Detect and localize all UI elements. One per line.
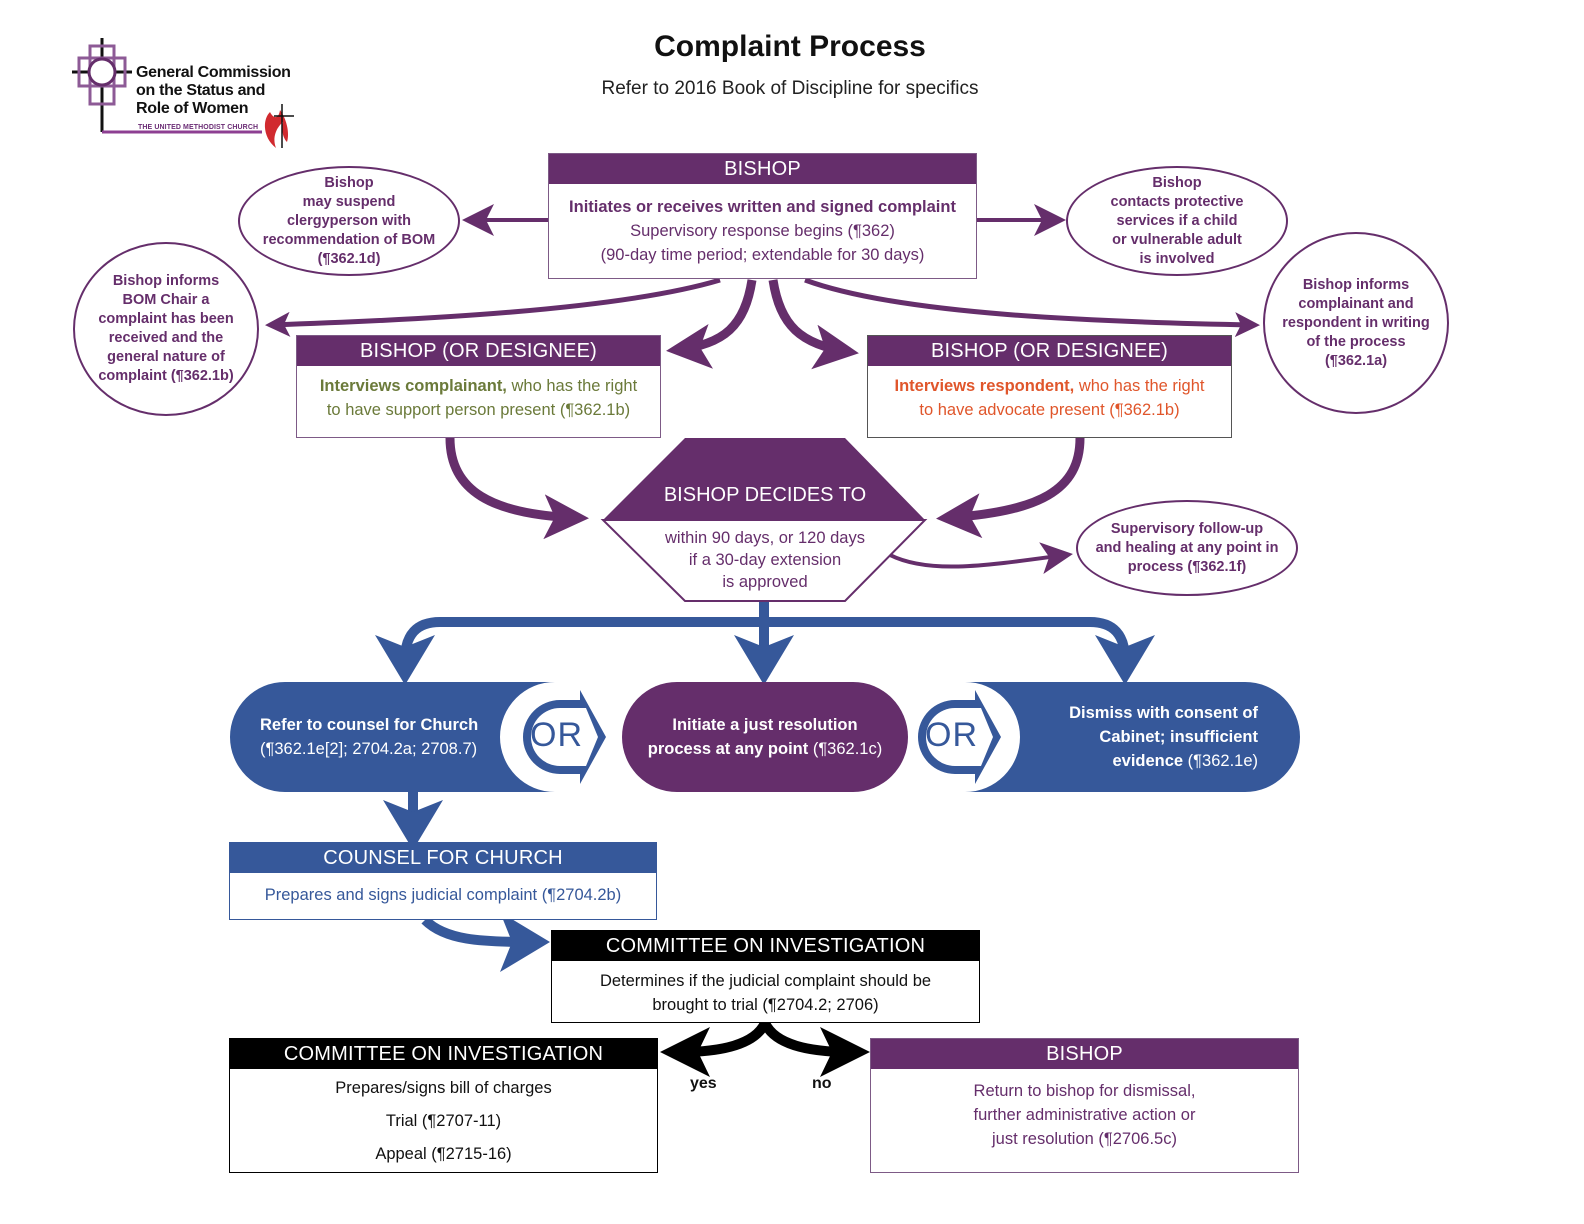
arrow-to-no <box>760 1020 870 1077</box>
logo-line-1: General Commission <box>136 64 291 81</box>
arrow-to-designee-right <box>768 279 859 370</box>
designee-left-header-rest: (OR DESIGNEE) <box>436 340 597 362</box>
oval-supervisory-followup: Supervisory follow-up and healing at any… <box>1076 500 1298 596</box>
interviews-respondent-label: Interviews respondent, <box>894 377 1075 395</box>
or-label-left: OR <box>530 716 583 754</box>
or-label-right: OR <box>925 716 978 754</box>
committee-determines-box: COMMITTEE ON INVESTIGATION Determines if… <box>551 930 980 1023</box>
designee-complainant-box: BISHOP (OR DESIGNEE) Interviews complain… <box>296 335 661 438</box>
designee-left-header-bold: BISHOP <box>359 340 437 362</box>
arrow-to-designee-left <box>666 279 757 369</box>
appeal-item: Appeal (¶2715-16) <box>375 1145 512 1163</box>
counsel-header: COUNSEL FOR CHURCH <box>230 843 656 873</box>
arrow-to-yes <box>660 1020 770 1077</box>
branch-yes-label: yes <box>690 1075 717 1092</box>
interviews-complainant-label: Interviews complainant, <box>319 377 507 395</box>
counsel-body: Prepares and signs judicial complaint (¶… <box>264 886 622 904</box>
bill-of-charges-item: Prepares/signs bill of charges <box>335 1079 552 1097</box>
bishop-initiates-box: BISHOP Initiates or receives written and… <box>548 153 977 279</box>
bishop-supervisory-text: Supervisory response begins (¶362) <box>630 222 895 240</box>
logo: General Commission on the Status and Rol… <box>68 36 308 156</box>
logo-line-3: Role of Women <box>136 100 249 117</box>
oval-informs-bom-chair: Bishop informs BOM Chair a complaint has… <box>73 242 259 416</box>
bishop-header: BISHOP <box>549 154 976 184</box>
logo-line-2: on the Status and <box>136 82 266 99</box>
oval-informs-in-writing: Bishop informs complainant and responden… <box>1263 232 1449 414</box>
logo-tagline: THE UNITED METHODIST CHURCH <box>138 124 259 131</box>
bishop-time-period-text: (90-day time period; extendable for 30 d… <box>600 246 925 264</box>
committee-bottom-header: COMMITTEE ON INVESTIGATION <box>230 1039 657 1069</box>
bishop-decides-header: BISHOP DECIDES TO <box>663 484 867 506</box>
branch-no-label: no <box>812 1075 832 1092</box>
designee-right-header-rest: (OR DESIGNEE) <box>1007 340 1168 362</box>
arrow-designee-left-to-hex <box>445 437 589 540</box>
arrow-counsel-to-committee <box>421 911 550 972</box>
blue-branch-right <box>764 617 1155 685</box>
page-title: Complaint Process <box>654 30 926 63</box>
page-subtitle: Refer to 2016 Book of Discipline for spe… <box>601 78 979 99</box>
committee-charges-box: COMMITTEE ON INVESTIGATION Prepares/sign… <box>229 1038 658 1173</box>
decides-hexagon-top <box>603 438 925 520</box>
option-dismiss: Dismiss with consent of Cabinet; insuffi… <box>1069 704 1258 770</box>
oval-protective-services: Bishop contacts protective services if a… <box>1066 166 1288 276</box>
bishop-decides-body: within 90 days, or 120 days if a 30-day … <box>665 529 865 591</box>
arrow-designee-right-to-hex <box>936 437 1085 539</box>
bishop-initiates-text: Initiates or receives written and signed… <box>569 198 956 216</box>
blue-branch-left <box>375 602 769 685</box>
committee-top-header: COMMITTEE ON INVESTIGATION <box>552 931 979 961</box>
designee-right-header-bold: BISHOP <box>930 340 1008 362</box>
bishop-return-box: BISHOP Return to bishop for dismissal, f… <box>870 1038 1299 1173</box>
arrow-to-bom-chair-oval <box>265 277 721 337</box>
bishop-bottom-header: BISHOP <box>871 1039 1298 1069</box>
arrow-to-informs-writing-oval <box>804 277 1260 338</box>
option-just-resolution: Initiate a just resolution process at an… <box>647 716 883 758</box>
trial-item: Trial (¶2707-11) <box>385 1112 502 1130</box>
designee-respondent-box: BISHOP (OR DESIGNEE) Interviews responde… <box>867 335 1232 438</box>
oval-may-suspend: Bishop may suspend clergyperson with rec… <box>238 166 460 276</box>
counsel-for-church-box: COUNSEL FOR CHURCH Prepares and signs ju… <box>229 842 657 920</box>
option-refer-counsel: Refer to counsel for Church (¶362.1e[2];… <box>260 716 479 758</box>
arrow-hex-to-followup <box>889 542 1073 575</box>
